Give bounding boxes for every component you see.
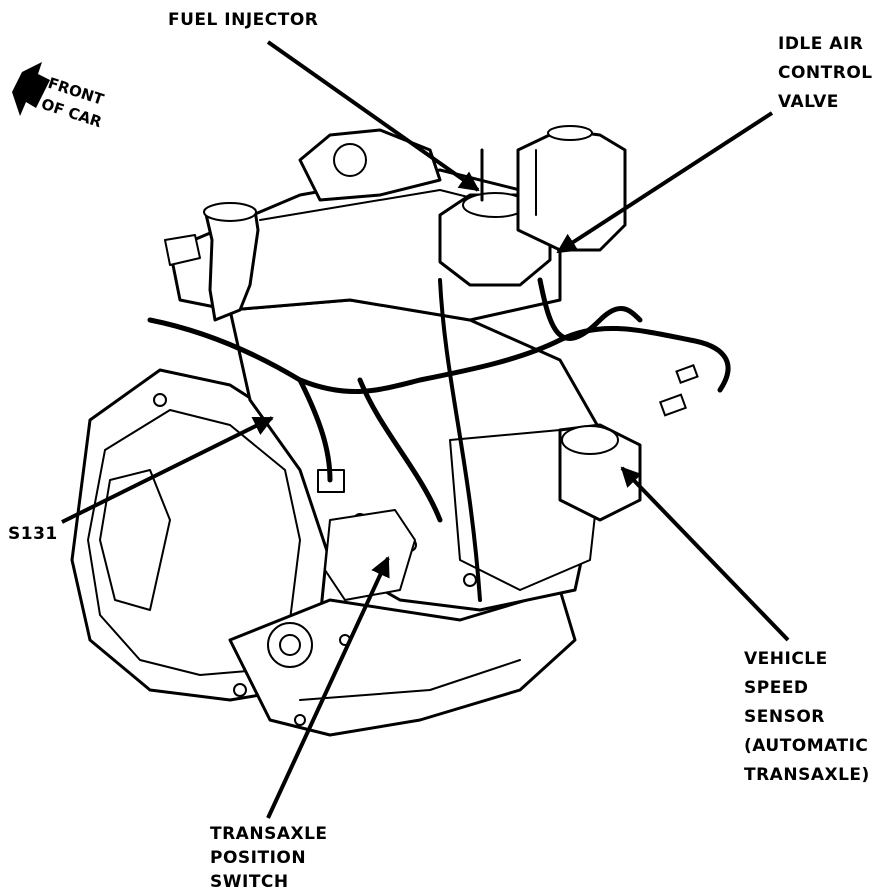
label-line: IDLE AIR [778,34,864,54]
leader-arrows [61,40,790,819]
harness-connector [658,364,699,417]
label-line: VALVE [778,92,839,112]
label-fuel-injector-text: FUEL INJECTOR [168,10,319,30]
transaxle-position-switch-arrow [266,556,390,819]
wiring-harness [147,277,731,602]
label-line: SENSOR [744,707,825,727]
vehicle-speed-sensor-arrow [620,466,790,642]
label-transaxle-position-switch: TRANSAXLE POSITION SWITCH [210,822,328,890]
label-vehicle-speed-sensor: VEHICLE SPEED SENSOR (AUTOMATIC TRANSAXL… [744,645,870,790]
label-line: CONTROL [778,63,873,83]
label-line: POSITION [210,848,307,868]
s131-arrow [61,416,274,524]
engine-drawing [70,125,642,737]
label-fuel-injector: FUEL INJECTOR [168,6,318,35]
idle-air-control-arrow [556,111,774,254]
label-line: (AUTOMATIC [744,736,869,756]
label-line: SWITCH [210,872,289,890]
label-idle-air-control-valve: IDLE AIR CONTROL VALVE [778,30,873,117]
label-s131: S131 [8,520,58,549]
label-line: SPEED [744,678,809,698]
label-line: TRANSAXLE [210,824,328,844]
label-line: TRANSAXLE) [744,765,870,785]
fuel-injector-arrow [266,40,480,192]
front-arrow-icon [12,62,50,116]
label-line: VEHICLE [744,649,828,669]
label-s131-text: S131 [8,524,58,544]
